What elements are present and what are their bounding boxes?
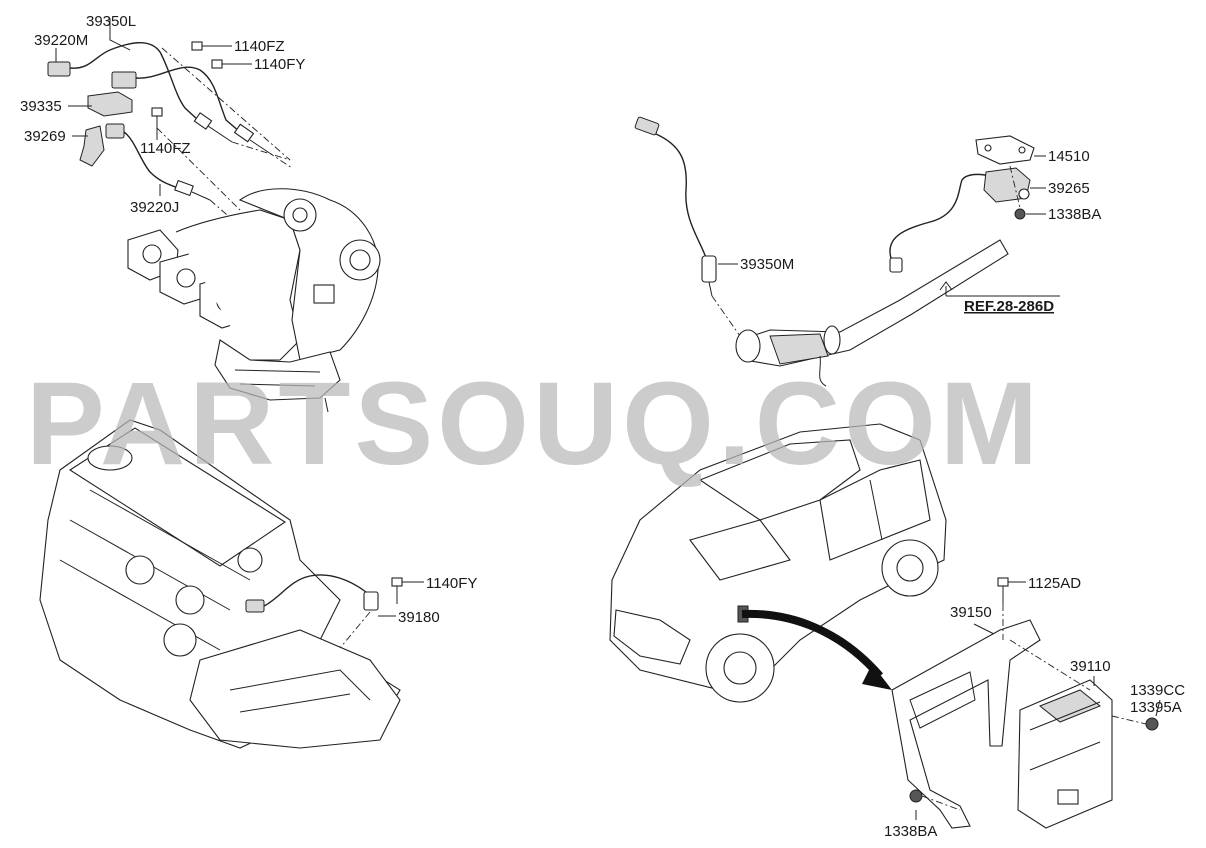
callout-39350l: 39350L [86,13,136,30]
bolt-1125ad [997,577,1009,587]
callout-1339cc: 1339CC [1130,682,1185,699]
ecu-bracket-39150 [891,619,1041,829]
bolt-1140fz-a [191,41,214,51]
turbo-manifold [127,188,381,413]
nut-1338ba-b [909,789,923,803]
catalyst-heat-shield [214,339,341,401]
watermark-text: PARTSOUQ.COM [26,358,1042,490]
nut-1339cc [1145,717,1159,731]
bolt-1140fy-b [391,577,403,587]
sensor-body-39220j [174,179,194,197]
nut-1338ba-a [1014,208,1026,220]
callout-39265: 39265 [1048,180,1090,197]
cable-39350m [655,133,707,259]
exhaust-group [634,116,1060,387]
callout-39350m: 39350M [740,256,794,273]
bracket-39269 [79,125,105,167]
callout-39220m: 39220M [34,32,88,49]
front-grille [613,609,691,665]
upper-sensor-group [47,41,293,236]
callout-39110: 39110 [1070,658,1111,675]
connector-39350l [111,71,137,89]
callout-13395a: 13395A [1130,699,1182,716]
leader-lines [55,18,1161,820]
callout-1140fy-b: 1140FY [426,575,477,592]
callout-1140fz-a: 1140FZ [234,38,285,55]
callout-1140fz-b: 1140FZ [140,140,191,157]
sensor-body-39220m [193,112,213,130]
bracket-14510 [975,135,1035,165]
connector-39350m [634,116,660,136]
callout-1338ba-b: 1338BA [884,823,937,840]
callout-39335: 39335 [20,98,62,115]
callout-ref-28-286d: REF.28-286D [964,298,1054,315]
cable-39350l [135,66,241,133]
connector-39220m [47,61,71,77]
transmission-housing [189,629,401,749]
ecu-assembly [891,577,1159,829]
bolt-1140fz-b [151,107,163,128]
callout-1140fy-a: 1140FY [254,56,305,73]
sensor-body-39350m [701,255,717,283]
cable-39180 [263,574,367,607]
callout-14510: 14510 [1048,148,1090,165]
connector-39180 [245,599,265,613]
engine-bay [689,519,791,581]
knock-sensor-39180 [363,591,379,611]
bracket-39335 [87,91,133,117]
callout-39269: 39269 [24,128,66,145]
catalytic-converter [769,333,829,365]
callout-1125ad: 1125AD [1028,575,1081,592]
callout-39220j: 39220J [130,199,179,216]
side-windows [819,459,931,561]
location-arrow [741,609,884,679]
bolt-1140fy-a [211,59,232,69]
callout-1338ba-a: 1338BA [1048,206,1101,223]
callout-39180: 39180 [398,609,440,626]
ecu-39110 [1017,679,1113,829]
callout-labels: 39350L 39220M 1140FZ 1140FY 39335 39269 … [20,13,1185,840]
vehicle-illustration [609,423,947,703]
cable-39220m [69,42,199,121]
cable-39220j [123,131,179,189]
engine-block [39,419,403,749]
callout-39150: 39150 [950,604,992,621]
